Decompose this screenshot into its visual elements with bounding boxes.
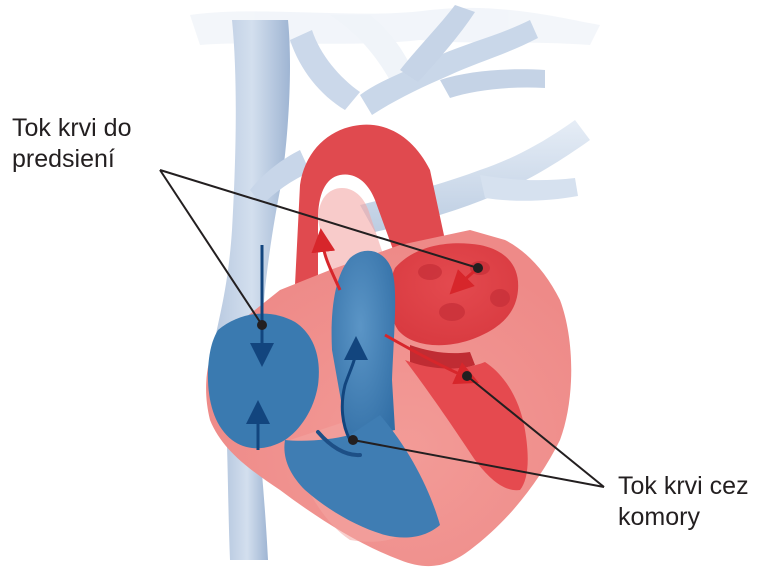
right-atrium-dot bbox=[257, 320, 267, 330]
ventricles-flow-label: Tok krvi cez komory bbox=[618, 471, 749, 533]
atria-flow-label: Tok krvi do predsiení bbox=[12, 113, 131, 175]
atria-flow-label-line1: Tok krvi do bbox=[12, 113, 131, 144]
atria-flow-label-line2: predsiení bbox=[12, 144, 131, 175]
ventricles-flow-label-line2: komory bbox=[618, 502, 749, 533]
ventricles-flow-label-line1: Tok krvi cez bbox=[618, 471, 749, 502]
left-atrium-dot bbox=[473, 263, 483, 273]
left-ventricle-dot bbox=[462, 371, 472, 381]
right-ventricle-dot bbox=[348, 435, 358, 445]
